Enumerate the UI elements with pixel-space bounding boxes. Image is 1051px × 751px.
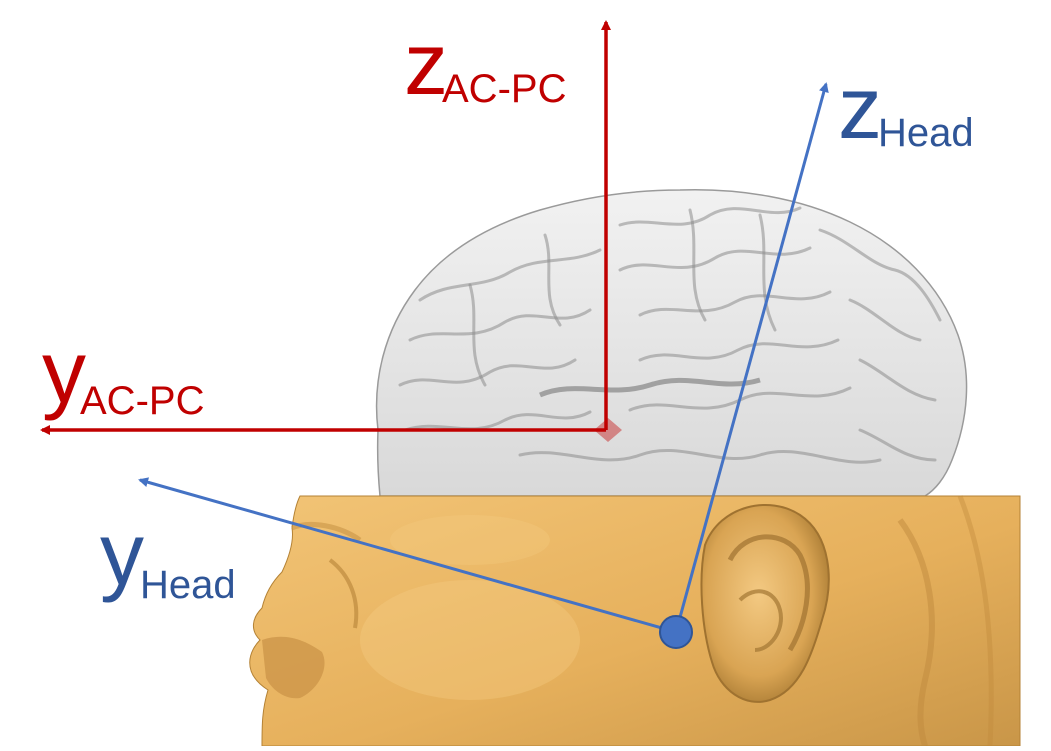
y-head-label-main: y <box>100 504 144 603</box>
z-head-label: zHead <box>838 64 978 152</box>
y-head-label: yHead <box>100 510 240 598</box>
brain-surface <box>377 190 967 496</box>
y-head-label-sub: Head <box>140 563 236 607</box>
y-acpc-label-sub: AC-PC <box>80 379 204 423</box>
z-head-label-main: z <box>838 58 882 157</box>
z-acpc-label: zAC-PC <box>404 20 572 108</box>
y-acpc-label: yAC-PC <box>42 328 210 416</box>
z-acpc-label-sub: AC-PC <box>442 67 566 111</box>
z-head-label-sub: Head <box>878 111 974 155</box>
head-origin-dot <box>660 616 692 648</box>
